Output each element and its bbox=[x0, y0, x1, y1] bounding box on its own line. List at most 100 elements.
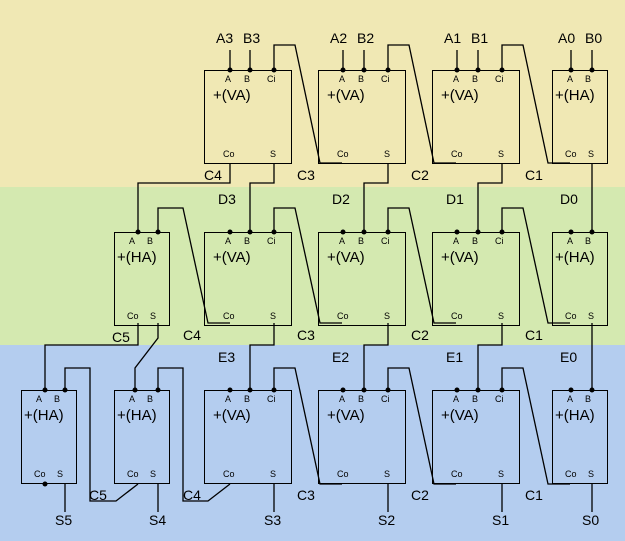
adder-type-label: +(VA) bbox=[441, 407, 479, 424]
pin-b-label: B bbox=[358, 74, 365, 84]
carry-signal-label: C5 bbox=[89, 487, 107, 503]
pin-b-label: B bbox=[585, 74, 592, 84]
stage-3-band bbox=[0, 345, 625, 541]
pin-b-label: B bbox=[244, 74, 251, 84]
adder-type-label: +(VA) bbox=[213, 249, 251, 266]
pin-ci-label: Ci bbox=[495, 74, 504, 84]
stage-2-band bbox=[0, 187, 625, 345]
pin-ci-label: Ci bbox=[381, 394, 390, 404]
intermediate-signal-label: D0 bbox=[560, 191, 578, 207]
carry-signal-label: C4 bbox=[183, 327, 201, 343]
pin-co-label: Co bbox=[223, 311, 235, 321]
pin-co-label: Co bbox=[565, 469, 577, 479]
pin-ci-label: Ci bbox=[495, 236, 504, 246]
pin-a-label: A bbox=[453, 236, 460, 246]
carry-signal-label: C2 bbox=[411, 167, 429, 183]
pin-b-label: B bbox=[244, 236, 251, 246]
pin-s-label: S bbox=[150, 311, 157, 321]
pin-s-label: S bbox=[588, 311, 595, 321]
full-adder-r2-c2: A B Ci +(VA) Co S bbox=[204, 232, 292, 326]
pin-b-label: B bbox=[147, 394, 154, 404]
output-signal-label: S2 bbox=[378, 512, 396, 528]
pin-b-label: B bbox=[585, 394, 592, 404]
carry-signal-label: C1 bbox=[525, 327, 543, 343]
pin-a-label: A bbox=[453, 394, 460, 404]
full-adder-r2-c3: A B Ci +(VA) Co S bbox=[318, 232, 406, 326]
intermediate-signal-label: D1 bbox=[446, 191, 464, 207]
pin-co-label: Co bbox=[337, 469, 349, 479]
pin-b-label: B bbox=[472, 74, 479, 84]
pin-s-label: S bbox=[150, 469, 157, 479]
pin-co-label: Co bbox=[127, 311, 139, 321]
carry-signal-label: C4 bbox=[183, 487, 201, 503]
full-adder-r2-c4: A B Ci +(VA) Co S bbox=[432, 232, 520, 326]
intermediate-signal-label: E2 bbox=[332, 349, 350, 365]
pin-a-label: A bbox=[339, 394, 346, 404]
pin-a-label: A bbox=[453, 74, 460, 84]
pin-a-label: A bbox=[567, 394, 574, 404]
pin-co-label: Co bbox=[34, 469, 46, 479]
pin-s-label: S bbox=[270, 311, 277, 321]
adder-type-label: +(VA) bbox=[327, 407, 365, 424]
adder-type-label: +(VA) bbox=[441, 249, 479, 266]
carry-signal-label: C4 bbox=[204, 167, 222, 183]
input-signal-label: A0 bbox=[558, 30, 576, 46]
input-signal-label: B2 bbox=[357, 30, 375, 46]
input-signal-label: B0 bbox=[585, 30, 603, 46]
pin-b-label: B bbox=[358, 394, 365, 404]
pin-s-label: S bbox=[588, 149, 595, 159]
carry-signal-label: C5 bbox=[112, 329, 130, 345]
pin-b-label: B bbox=[358, 236, 365, 246]
carry-signal-label: C3 bbox=[297, 487, 315, 503]
input-signal-label: B3 bbox=[243, 30, 261, 46]
full-adder-r1-c3: A B Ci +(VA) Co S bbox=[432, 70, 520, 164]
intermediate-signal-label: E0 bbox=[560, 349, 578, 365]
carry-signal-label: C1 bbox=[525, 167, 543, 183]
pin-co-label: Co bbox=[337, 149, 349, 159]
half-adder-r3-c6: A B +(HA) Co S bbox=[552, 390, 608, 484]
pin-co-label: Co bbox=[451, 311, 463, 321]
intermediate-signal-label: D3 bbox=[218, 191, 236, 207]
pin-s-label: S bbox=[588, 469, 595, 479]
pin-co-label: Co bbox=[451, 469, 463, 479]
output-signal-label: S5 bbox=[55, 512, 73, 528]
half-adder-r2-c1: A B +(HA) Co S bbox=[114, 232, 170, 326]
pin-co-label: Co bbox=[127, 469, 139, 479]
adder-type-label: +(HA) bbox=[555, 249, 595, 266]
pin-s-label: S bbox=[498, 469, 505, 479]
pin-a-label: A bbox=[567, 74, 574, 84]
pin-a-label: A bbox=[129, 236, 136, 246]
pin-s-label: S bbox=[384, 149, 391, 159]
pin-s-label: S bbox=[270, 149, 277, 159]
half-adder-r2-c5: A B +(HA) Co S bbox=[552, 232, 608, 326]
pin-co-label: Co bbox=[565, 311, 577, 321]
pin-b-label: B bbox=[147, 236, 154, 246]
pin-ci-label: Ci bbox=[267, 394, 276, 404]
pin-b-label: B bbox=[472, 236, 479, 246]
pin-co-label: Co bbox=[565, 149, 577, 159]
full-adder-r1-c2: A B Ci +(VA) Co S bbox=[318, 70, 406, 164]
input-signal-label: A2 bbox=[330, 30, 348, 46]
pin-b-label: B bbox=[585, 236, 592, 246]
pin-ci-label: Ci bbox=[267, 74, 276, 84]
carry-signal-label: C2 bbox=[411, 327, 429, 343]
intermediate-signal-label: D2 bbox=[332, 191, 350, 207]
full-adder-r3-c5: A B Ci +(VA) Co S bbox=[432, 390, 520, 484]
pin-ci-label: Ci bbox=[267, 236, 276, 246]
pin-co-label: Co bbox=[223, 469, 235, 479]
adder-type-label: +(HA) bbox=[117, 407, 157, 424]
input-signal-label: A1 bbox=[444, 30, 462, 46]
adder-type-label: +(HA) bbox=[555, 87, 595, 104]
pin-s-label: S bbox=[384, 311, 391, 321]
adder-type-label: +(HA) bbox=[117, 249, 157, 266]
pin-ci-label: Ci bbox=[381, 236, 390, 246]
half-adder-r3-c1: A B +(HA) Co S bbox=[21, 390, 77, 484]
pin-a-label: A bbox=[339, 74, 346, 84]
carry-signal-label: C3 bbox=[297, 327, 315, 343]
pin-co-label: Co bbox=[337, 311, 349, 321]
output-signal-label: S0 bbox=[582, 512, 600, 528]
pin-s-label: S bbox=[57, 469, 64, 479]
output-signal-label: S3 bbox=[264, 512, 282, 528]
pin-ci-label: Ci bbox=[495, 394, 504, 404]
